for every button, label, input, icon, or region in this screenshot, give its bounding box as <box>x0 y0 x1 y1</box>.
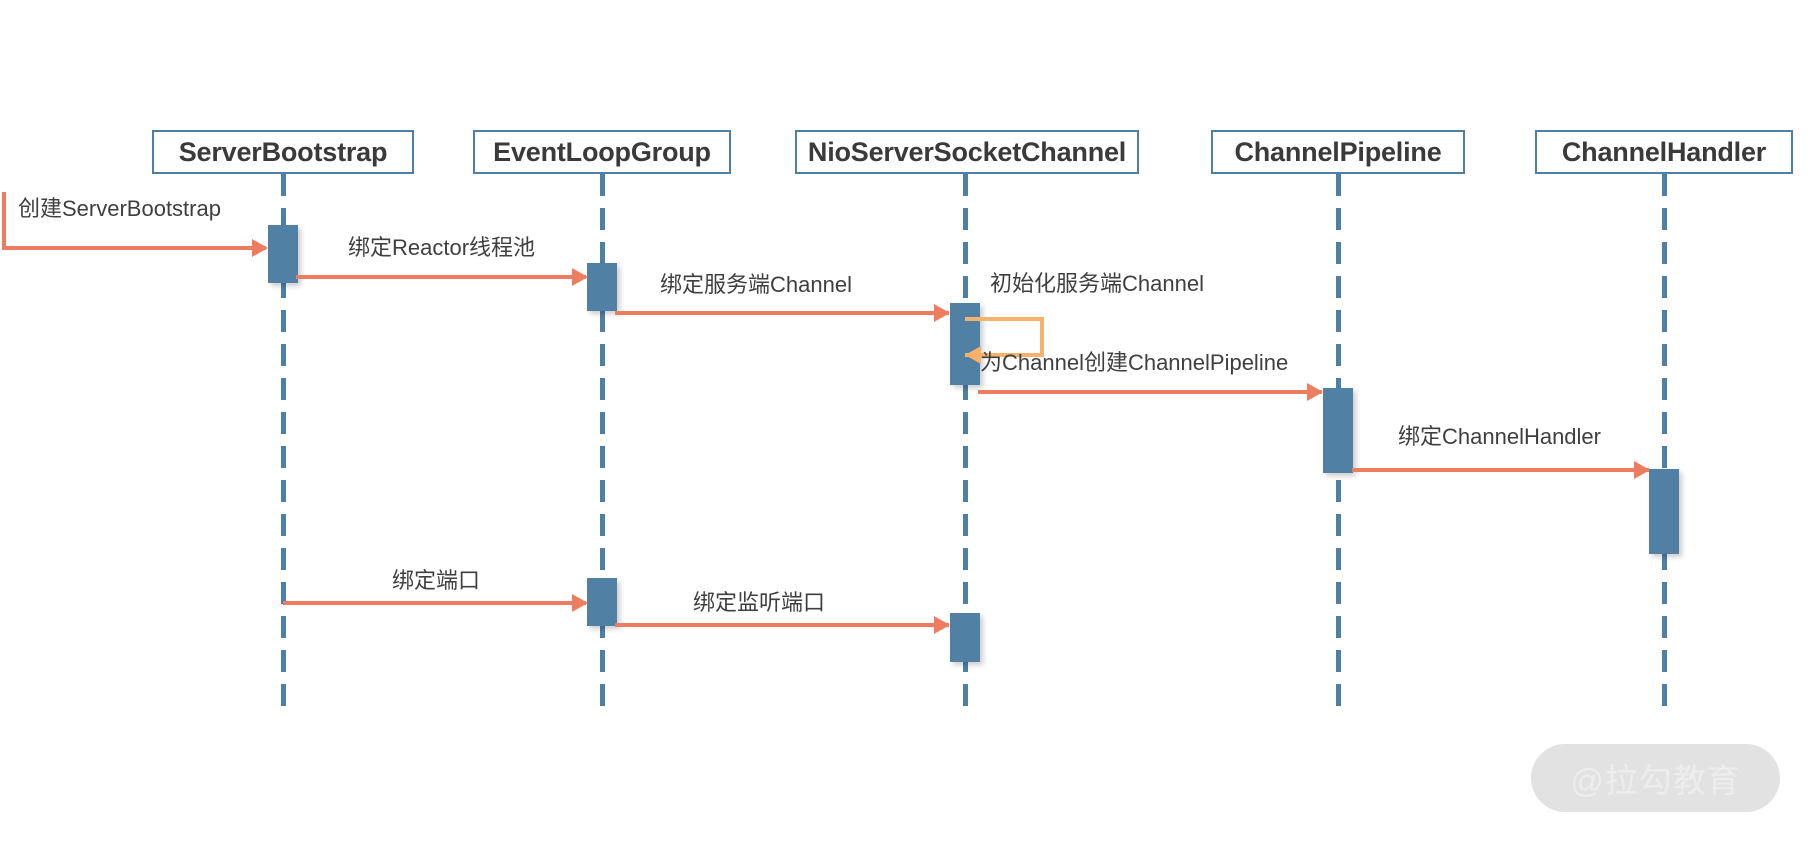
message-label-bind-server-channel: 绑定服务端Channel <box>660 272 852 297</box>
message-line-bind-port <box>283 601 586 605</box>
message-label-bind-channelhandler: 绑定ChannelHandler <box>1398 424 1601 449</box>
message-line-create-serverbootstrap <box>2 246 266 250</box>
message-line-bind-server-channel <box>615 311 949 315</box>
participant-channelhandler[interactable]: ChannelHandler <box>1535 130 1793 174</box>
participant-nioserversocketchannel[interactable]: NioServerSocketChannel <box>795 130 1139 174</box>
message-arrowhead-create-channelpipeline <box>1307 383 1323 401</box>
activation-bar-channelpipeline-1 <box>1323 388 1353 473</box>
message-arrowhead-bind-port <box>572 594 588 612</box>
activation-bar-eventloopgroup-1 <box>587 263 617 311</box>
message-label-bind-port: 绑定端口 <box>392 568 481 593</box>
activation-bar-nioserversocketchannel-2 <box>950 613 980 662</box>
message-label-create-channelpipeline: 为Channel创建ChannelPipeline <box>980 350 1289 375</box>
message-line-bind-channelhandler <box>1352 468 1649 472</box>
message-label-init-server-channel: 初始化服务端Channel <box>990 271 1204 296</box>
lifeline-nioserversocketchannel <box>963 174 968 710</box>
watermark-badge: @拉勾教育 <box>1531 744 1780 812</box>
message-line-bind-listen-port <box>615 623 949 627</box>
participant-serverbootstrap[interactable]: ServerBootstrap <box>152 130 414 174</box>
message-arrowhead-bind-server-channel <box>934 304 950 322</box>
message-arrowhead-bind-channelhandler <box>1634 461 1650 479</box>
lifeline-serverbootstrap <box>281 174 286 710</box>
message-label-bind-reactor-pool: 绑定Reactor线程池 <box>348 235 536 260</box>
message-arrowhead-bind-listen-port <box>934 616 950 634</box>
message-label-bind-listen-port: 绑定监听端口 <box>693 590 826 615</box>
self-message-loop-init-server-channel <box>965 317 1044 357</box>
message-label-create-serverbootstrap: 创建ServerBootstrap <box>18 196 221 221</box>
message-arrowhead-bind-reactor-pool <box>572 268 588 286</box>
message-found-stub <box>2 192 6 250</box>
activation-bar-nioserversocketchannel-1 <box>950 303 980 385</box>
activation-bar-eventloopgroup-2 <box>587 578 617 626</box>
self-message-arrowhead-init-server-channel <box>965 346 981 364</box>
message-line-create-channelpipeline <box>978 390 1322 394</box>
lifeline-eventloopgroup <box>600 174 605 710</box>
message-arrowhead-create-serverbootstrap <box>252 239 268 257</box>
activation-bar-channelhandler-1 <box>1649 469 1679 554</box>
participant-channelpipeline[interactable]: ChannelPipeline <box>1211 130 1465 174</box>
lifeline-channelhandler <box>1662 174 1667 710</box>
activation-bar-serverbootstrap-1 <box>268 225 298 283</box>
message-line-bind-reactor-pool <box>296 275 586 279</box>
participant-eventloopgroup[interactable]: EventLoopGroup <box>473 130 731 174</box>
